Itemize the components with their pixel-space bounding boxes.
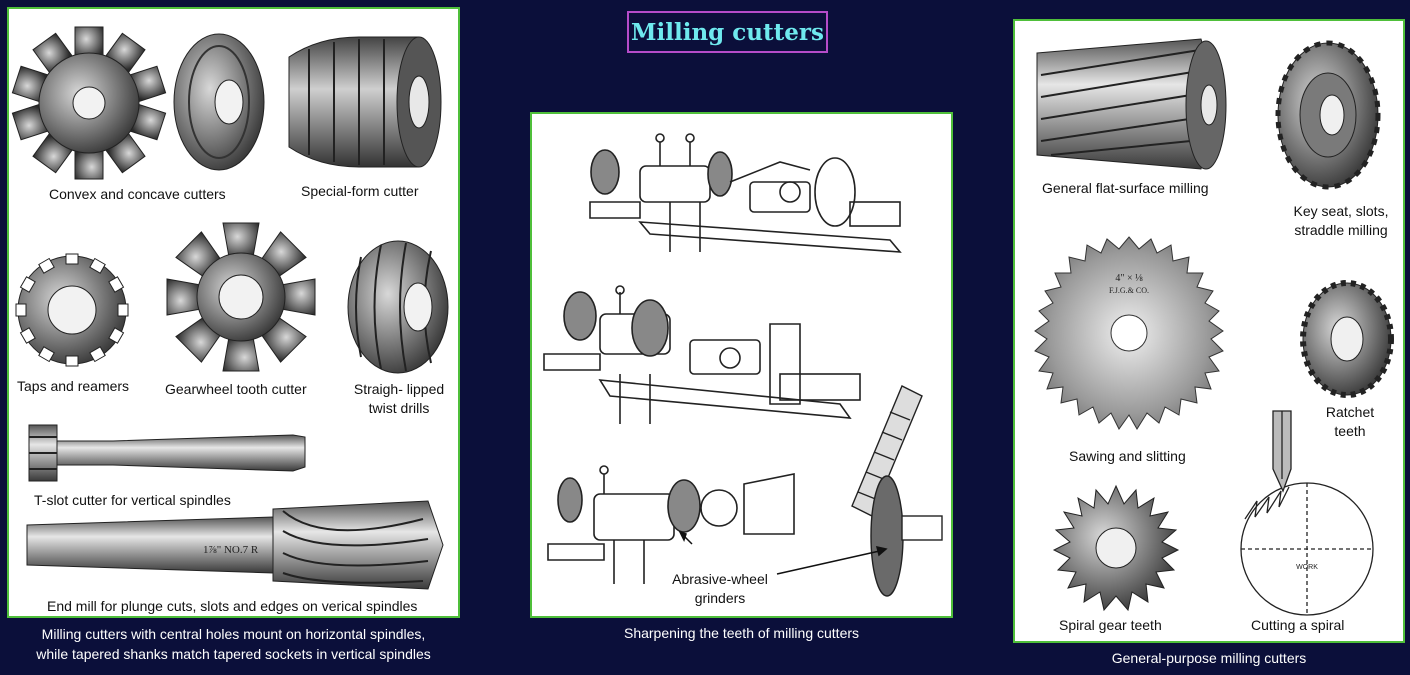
ratchet-cutter-image: [1300, 280, 1394, 398]
end-mill-image: 1⅞" NO.7 R: [26, 500, 444, 590]
saw-stamp-2: F.J.G.& CO.: [1109, 286, 1149, 295]
taps-reamers-cutter-image: [15, 253, 129, 367]
flat-surface-cutter-image: [1036, 38, 1227, 170]
end-mill-stamp: 1⅞" NO.7 R: [203, 544, 259, 556]
work-label: WORK: [1296, 564, 1318, 571]
right-caption: General-purpose milling cutters: [1111, 650, 1307, 666]
title-box: Milling cutters: [627, 11, 828, 53]
label-taps-reamers: Taps and reamers: [17, 378, 130, 394]
grinder-drawing-2: [543, 285, 861, 424]
convex-cutter-image: [11, 26, 167, 180]
twist-drill-cutter-image: [347, 240, 449, 374]
pointer-arrows: [678, 530, 888, 575]
label-sawing: Sawing and slitting: [1069, 448, 1186, 464]
abrasive-wheel-label-1: Abrasive-wheel: [672, 571, 768, 587]
saw-cutter-image: 4" × ⅛ F.J.G.& CO.: [1034, 236, 1224, 430]
key-seat-cutter-image: [1275, 40, 1381, 190]
label-tslot: T-slot cutter for vertical spindles: [34, 492, 231, 508]
label-end-mill: End mill for plunge cuts, slots and edge…: [47, 598, 418, 614]
label-key-seat-1: Key seat, slots,: [1293, 203, 1389, 219]
label-spiral-gear: Spiral gear teeth: [1059, 617, 1162, 633]
left-caption-line2: while tapered shanks match tapered socke…: [36, 646, 431, 662]
label-cutting-spiral: Cutting a spiral: [1251, 617, 1345, 633]
left-caption-line1: Milling cutters with central holes mount…: [41, 626, 426, 642]
label-straight-lipped-1: Straigh- lipped: [353, 381, 445, 397]
label-straight-lipped-2: twist drills: [368, 400, 430, 416]
saw-stamp-1: 4" × ⅛: [1115, 273, 1143, 284]
page-title: Milling cutters: [631, 18, 824, 46]
gearwheel-cutter-image: [166, 222, 316, 372]
label-key-seat: Key seat, slots, straddle milling: [1279, 202, 1403, 240]
tslot-cutter-image: [28, 424, 306, 482]
label-gearwheel: Gearwheel tooth cutter: [165, 381, 307, 397]
wheel-and-cutter-drawing: [851, 385, 943, 597]
right-panel: General flat-surface milling Key seat, s…: [1013, 19, 1405, 643]
label-straight-lipped: Straigh- lipped twist drills: [349, 380, 449, 418]
grinder-drawing-3: [547, 465, 795, 584]
label-ratchet: Ratchet teeth: [1305, 403, 1395, 441]
left-panel: Convex and concave cutters Special-form …: [7, 7, 460, 618]
grinder-drawing-1: [589, 133, 902, 253]
label-key-seat-2: straddle milling: [1294, 222, 1388, 238]
middle-panel: Abrasive-wheel grinders: [530, 112, 953, 618]
special-form-cutter-image: [288, 36, 442, 168]
label-flat-surface: General flat-surface milling: [1042, 180, 1209, 196]
left-caption: Milling cutters with central holes mount…: [7, 624, 460, 664]
abrasive-wheel-label-2: grinders: [694, 590, 746, 606]
label-ratchet-2: teeth: [1334, 423, 1366, 439]
cutting-spiral-diagram: WORK: [1240, 410, 1374, 616]
concave-cutter-image: [173, 33, 265, 171]
label-ratchet-1: Ratchet: [1325, 404, 1375, 420]
abrasive-wheel-label: Abrasive-wheel grinders: [660, 570, 780, 608]
middle-caption: Sharpening the teeth of milling cutters: [623, 625, 860, 641]
label-convex-concave: Convex and concave cutters: [49, 186, 226, 202]
label-special-form: Special-form cutter: [301, 183, 419, 199]
spiral-gear-cutter-image: [1052, 484, 1180, 612]
